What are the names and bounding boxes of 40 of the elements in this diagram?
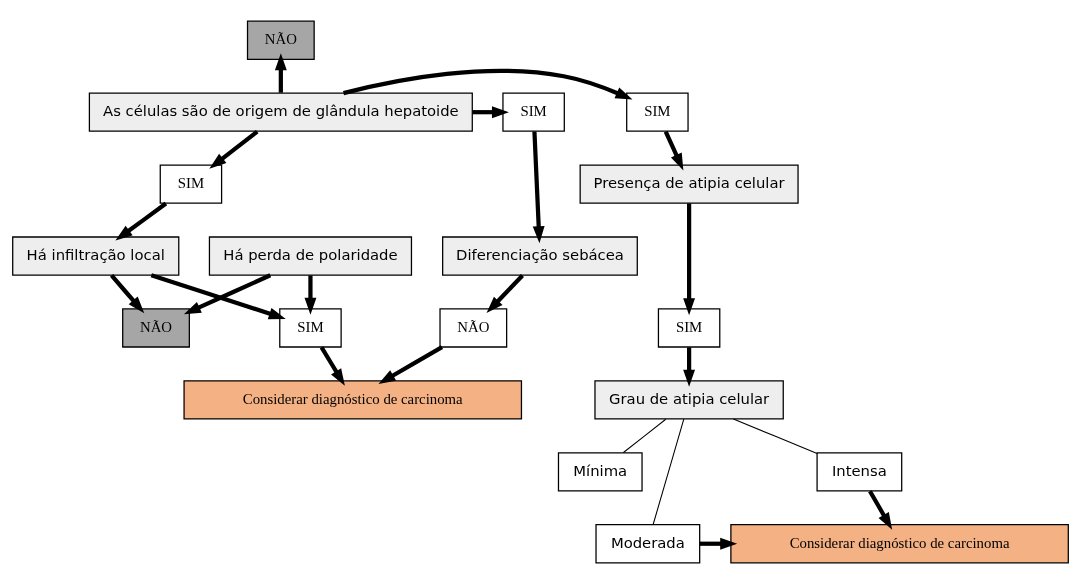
arrow xyxy=(209,129,259,169)
node-box: NÃO xyxy=(439,307,508,348)
arrow xyxy=(109,273,145,313)
node-box: NÃO xyxy=(122,307,190,348)
arrow xyxy=(150,272,286,319)
node-box: Considerar diagnóstico de carcinoma xyxy=(183,379,523,420)
arrow xyxy=(699,537,738,550)
connector xyxy=(622,418,667,453)
node-box: Há infiltração local xyxy=(12,235,180,276)
arrow xyxy=(378,344,444,384)
arrow xyxy=(343,68,633,100)
node-box: SIM xyxy=(657,307,721,348)
connector xyxy=(652,418,685,525)
node-box: Há perda de polaridade xyxy=(208,235,413,276)
node-box: Diferenciação sebácea xyxy=(442,235,638,276)
node-box: SIM xyxy=(279,307,342,348)
node-box: SIM xyxy=(159,163,223,204)
arrow xyxy=(274,52,287,93)
arrow xyxy=(868,489,893,530)
node-box: Mínima xyxy=(557,451,643,491)
connector xyxy=(732,418,818,454)
arrow xyxy=(472,105,509,118)
node-box: SIM xyxy=(502,92,565,132)
node-box: NÃO xyxy=(246,20,315,60)
node-box: As células são de origem de glândula hepatoide xyxy=(88,92,473,132)
arrow xyxy=(304,274,317,315)
node-box: Presença de atipia celular xyxy=(579,163,799,204)
node-box: Moderada xyxy=(595,523,701,563)
arrow xyxy=(486,273,524,313)
arrow xyxy=(532,130,545,243)
arrow xyxy=(683,346,696,387)
arrow xyxy=(683,202,696,315)
node-box: Grau de atipia celular xyxy=(594,379,784,420)
node-box: Intensa xyxy=(816,451,903,491)
arrow xyxy=(183,272,272,314)
node-box: Considerar diagnóstico de carcinoma xyxy=(730,523,1069,563)
arrow xyxy=(319,345,345,386)
arrow xyxy=(663,130,684,170)
node-box: SIM xyxy=(626,92,689,132)
arrow xyxy=(115,201,168,241)
